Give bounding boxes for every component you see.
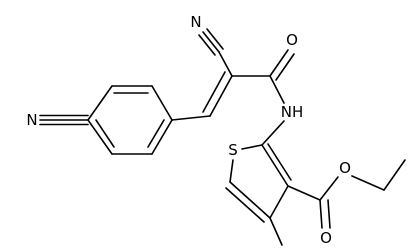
bond-thio-c2-c3-double-1 bbox=[261, 144, 289, 187]
atom-label-nh-amide: NH bbox=[281, 103, 304, 121]
bond-ethyl-ch3 bbox=[383, 159, 406, 191]
bond-thio-s-c2 bbox=[241, 144, 263, 150]
bond-ring-inner-3 bbox=[95, 119, 115, 148]
bond-vinyl-double-2 bbox=[202, 71, 226, 113]
bond-thio-c4-c5-double-2 bbox=[225, 187, 265, 223]
bond-triple-cn-vinyl-1 bbox=[202, 31, 220, 53]
bond-thio-c4-c5-double-1 bbox=[229, 181, 271, 219]
bond-carbonyl-nh bbox=[269, 75, 285, 104]
bond-aryl-vinyl bbox=[171, 115, 211, 121]
bond-triple-cn-vinyl-2 bbox=[198, 34, 216, 56]
bond-ester-c-o bbox=[319, 176, 339, 201]
bond-vinyl-double-1 bbox=[209, 75, 233, 117]
bond-ester-co-double-2 bbox=[327, 199, 331, 229]
atom-label-n-nitrile-aryl: N bbox=[26, 111, 37, 129]
bond-methyl bbox=[269, 217, 283, 246]
atom-label-s-thiophene: S bbox=[228, 141, 238, 159]
atom-label-o-ester-ether: O bbox=[339, 159, 351, 177]
bond-thio-c3-c4 bbox=[269, 185, 289, 219]
bond-ring-1 bbox=[87, 85, 113, 121]
bond-thio-c2-c3-double-2 bbox=[267, 143, 292, 181]
benzene-ring bbox=[87, 85, 173, 155]
bond-amide-co-double-1 bbox=[269, 49, 289, 77]
aryl-nitrile-group: N bbox=[26, 111, 89, 129]
bond-o-ethyl-ch2 bbox=[351, 175, 385, 191]
vinyl-nitrile-group: N bbox=[190, 13, 233, 77]
bond-ring-4 bbox=[151, 119, 173, 155]
bond-c3-ester-carbon bbox=[287, 185, 321, 201]
bond-alpha-cn-carbon bbox=[218, 51, 233, 77]
bond-amide-co-double-2 bbox=[275, 53, 295, 81]
bond-nh-thiophene bbox=[261, 120, 285, 146]
bond-ring-inner-2 bbox=[147, 119, 165, 148]
bond-triple-cn-vinyl-3 bbox=[206, 28, 224, 50]
vinyl-linkage bbox=[171, 71, 233, 121]
atom-label-o-ester-carbonyl: O bbox=[320, 229, 332, 247]
bond-thio-c5-s bbox=[229, 159, 234, 183]
bond-ring-6 bbox=[87, 119, 113, 155]
thiophene-ring: S bbox=[225, 141, 292, 223]
ethyl-ester-group: O O bbox=[287, 159, 406, 247]
atom-label-o-amide: O bbox=[286, 31, 298, 49]
atom-label-n-nitrile-vinyl: N bbox=[190, 13, 201, 31]
methyl-substituent bbox=[269, 217, 283, 246]
bond-ester-co-double-1 bbox=[319, 199, 323, 229]
amide-group: O NH bbox=[231, 31, 304, 146]
bond-ring-3 bbox=[151, 85, 173, 121]
